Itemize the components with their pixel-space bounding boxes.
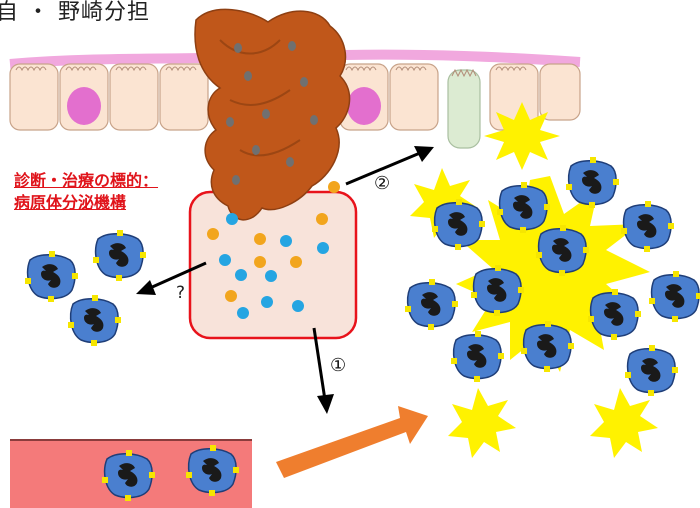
target-label-line1: 診断・治療の標的： <box>14 170 158 192</box>
pathogen <box>195 9 350 219</box>
unknown-pathway-label: ? <box>176 283 185 303</box>
damaged-cell <box>448 70 480 148</box>
nucleus <box>347 87 381 125</box>
explosions <box>410 102 658 458</box>
pathway-2-label: ② <box>374 173 390 194</box>
target-label: 診断・治療の標的： 病原体分泌機構 <box>14 170 158 214</box>
secretion-box <box>190 192 356 338</box>
migration-arrow <box>276 406 428 478</box>
top-caption: 自 ・ 野崎分担 <box>0 0 150 26</box>
nucleus <box>67 87 101 125</box>
pathway-1-label: ① <box>330 355 346 376</box>
target-label-line2: 病原体分泌機構 <box>14 192 158 214</box>
